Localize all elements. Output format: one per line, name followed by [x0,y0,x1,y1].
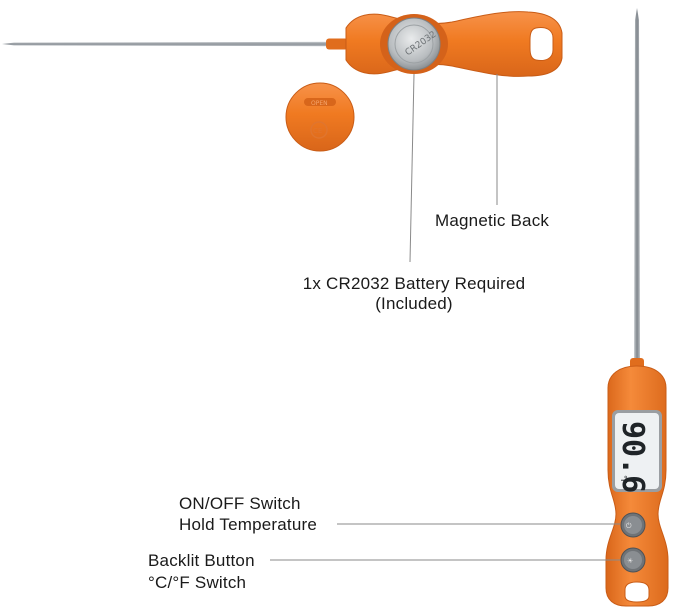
probe-vertical [634,8,640,370]
vertical-thermometer: 90.6 °F ⏻ ☀ [605,8,669,607]
horizontal-thermometer: CR2032 [2,11,563,77]
backlight-unit-button[interactable]: ☀ [620,547,646,573]
label-onoff: ON/OFF Switch [179,494,301,513]
lcd-reading: 90.6 [615,421,650,493]
label-battery-line1: 1x CR2032 Battery Required [302,274,526,293]
lanyard-hole-vertical [624,581,650,603]
label-magnetic-back: Magnetic Back [435,211,550,230]
label-battery-line2: (Included) [375,294,453,313]
battery-cover: OPEN CE [285,82,355,152]
light-icon: ☀ [627,557,633,565]
lcd-unit: °F [619,475,628,484]
label-hold: Hold Temperature [179,515,318,534]
svg-text:OPEN: OPEN [311,100,328,107]
lcd-screen [615,413,659,489]
power-hold-button[interactable]: ⏻ [620,512,646,538]
label-unit-switch: °C/°F Switch [148,573,247,592]
callout-battery [409,73,415,263]
svg-text:CE: CE [313,127,322,135]
callout-lines [270,73,620,561]
lanyard-hole-horizontal [529,27,554,61]
power-icon: ⏻ [626,522,632,530]
label-backlit: Backlit Button [148,551,255,570]
probe-horizontal [2,41,340,47]
coin-battery [387,17,441,71]
